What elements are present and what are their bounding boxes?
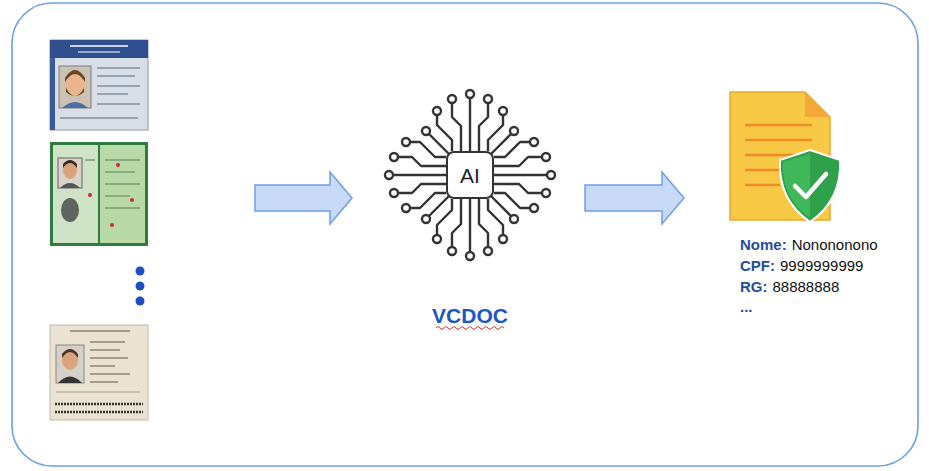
chip-box: AIVCDOC [446,151,494,199]
frame [12,3,918,466]
field-row: RG: 88888888 [740,278,839,295]
shield-check [780,150,840,222]
field-key: RG: [740,278,768,295]
field-key: ... [740,298,753,315]
field-value: 88888888 [773,278,840,295]
passport [50,325,148,420]
field-row: ... [740,298,753,315]
field-key: CPF: [740,257,775,274]
id-card [50,40,148,130]
block-arrow [585,172,684,224]
green-document [50,142,148,246]
field-value: 9999999999 [780,257,863,274]
ellipsis-dots [136,267,145,306]
field-key: Nome: [740,236,787,253]
field-row: CPF: 9999999999 [740,257,863,274]
block-arrow [255,172,352,224]
chip-label: AI [460,165,480,186]
field-row: Nome: Nonononono [740,236,878,253]
field-value: Nonononono [792,236,878,253]
product-name: VCDOC [432,304,508,328]
circuit-icon [385,90,555,260]
